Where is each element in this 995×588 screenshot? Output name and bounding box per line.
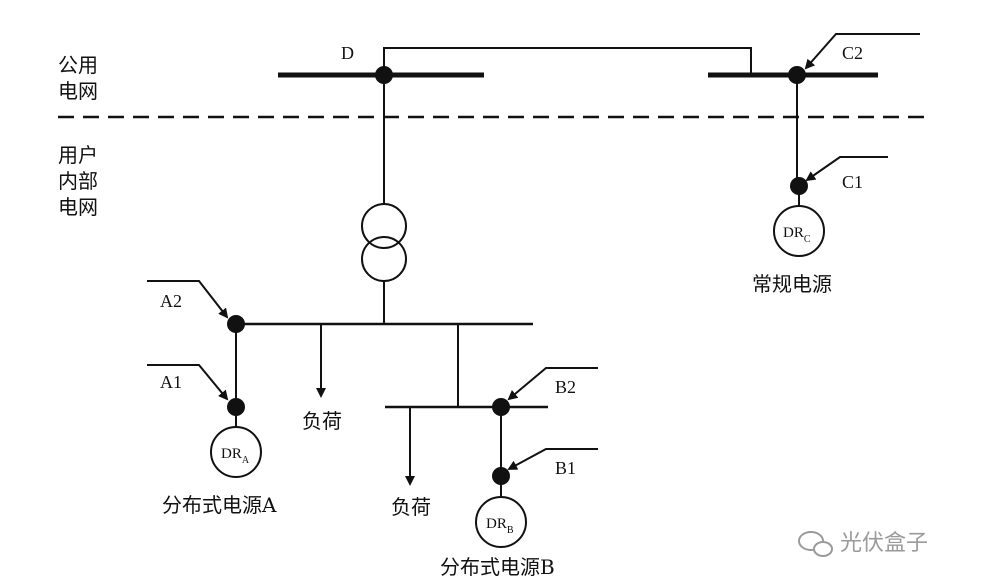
pointer-a1 [147, 364, 229, 401]
pointer-c2 [804, 33, 920, 70]
pointer-c1 [805, 156, 888, 182]
label-c1: C1 [842, 172, 863, 192]
source-dra-label: DRA [221, 446, 250, 466]
pointer-b2 [507, 367, 598, 401]
load-label-1: 负荷 [302, 409, 342, 433]
source-dra [210, 426, 262, 478]
watermark-text: 光伏盒子 [840, 531, 928, 556]
watermark-logo: 光伏盒子 [798, 531, 928, 557]
label-d: D [341, 43, 354, 63]
source-drc-label: DRC [783, 225, 811, 245]
chat-bubble-small-icon [813, 541, 833, 557]
caption-distributed-source-a: 分布式电源A [162, 493, 277, 517]
transformer-winding-2 [361, 236, 407, 282]
label-a2: A2 [160, 291, 182, 311]
source-drb [475, 496, 527, 548]
label-b1: B1 [555, 458, 576, 478]
source-drb-label: DRB [486, 516, 514, 536]
zone-public-line2: 电网 [58, 79, 98, 103]
tie-line [383, 47, 752, 75]
zone-internal-line3: 电网 [58, 195, 98, 219]
zone-internal-line2: 内部 [58, 169, 98, 193]
zone-public-line1: 公用 [58, 53, 98, 77]
caption-conventional-source: 常规电源 [752, 272, 832, 296]
zone-internal-line1: 用户 [58, 143, 98, 167]
label-a1: A1 [160, 372, 182, 392]
caption-distributed-source-b: 分布式电源B [440, 555, 555, 579]
pointer-a2 [147, 280, 229, 319]
label-b2: B2 [555, 377, 576, 397]
pointer-b1 [507, 448, 598, 470]
label-c2: C2 [842, 43, 863, 63]
source-drc [773, 205, 825, 257]
load-label-2: 负荷 [391, 495, 431, 519]
transformer-winding-1 [361, 203, 407, 249]
